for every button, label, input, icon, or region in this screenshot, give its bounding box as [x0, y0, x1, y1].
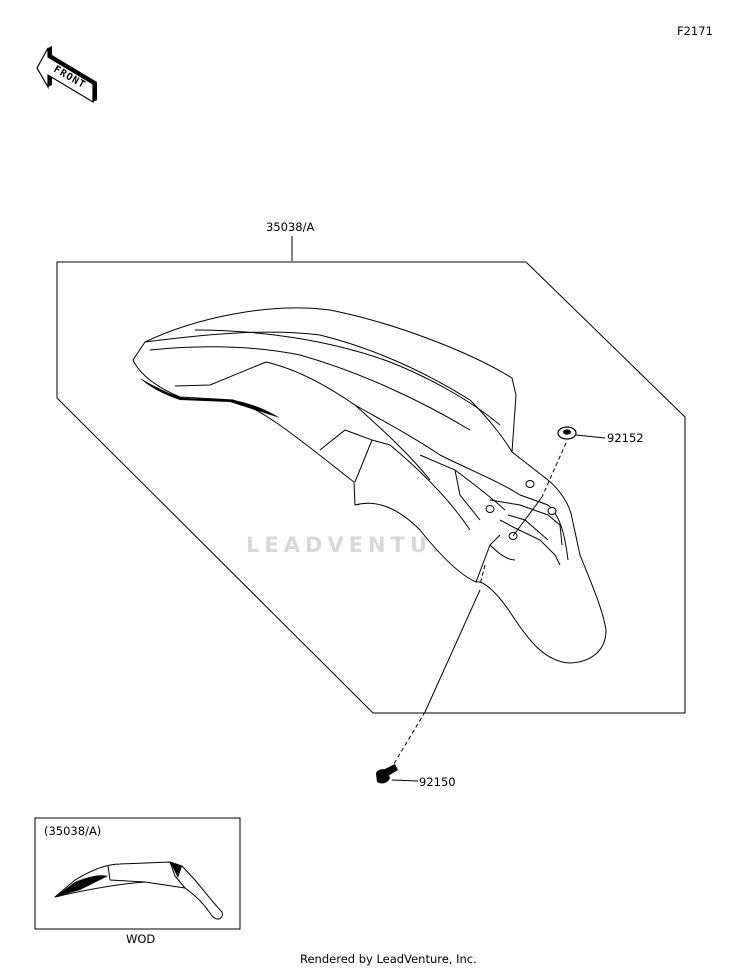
bolt-92150 [376, 589, 481, 784]
footer-credit: Rendered by LeadVenture, Inc. [300, 952, 477, 966]
bolt-label: 92150 [419, 775, 456, 789]
front-fender [132, 307, 607, 664]
inset-fender-thumbnail [54, 861, 223, 920]
fender-assembly-label: 35038/A [266, 220, 314, 234]
washer-92152 [512, 426, 606, 537]
diagram-code: F2171 [677, 24, 713, 38]
front-arrow-icon: FRONT [36, 46, 97, 104]
inset-caption: WOD [126, 932, 155, 946]
washer-label: 92152 [607, 431, 644, 445]
assembly-boundary [56, 261, 686, 714]
inset-label: (35038/A) [44, 824, 101, 838]
inset-box [34, 817, 241, 930]
